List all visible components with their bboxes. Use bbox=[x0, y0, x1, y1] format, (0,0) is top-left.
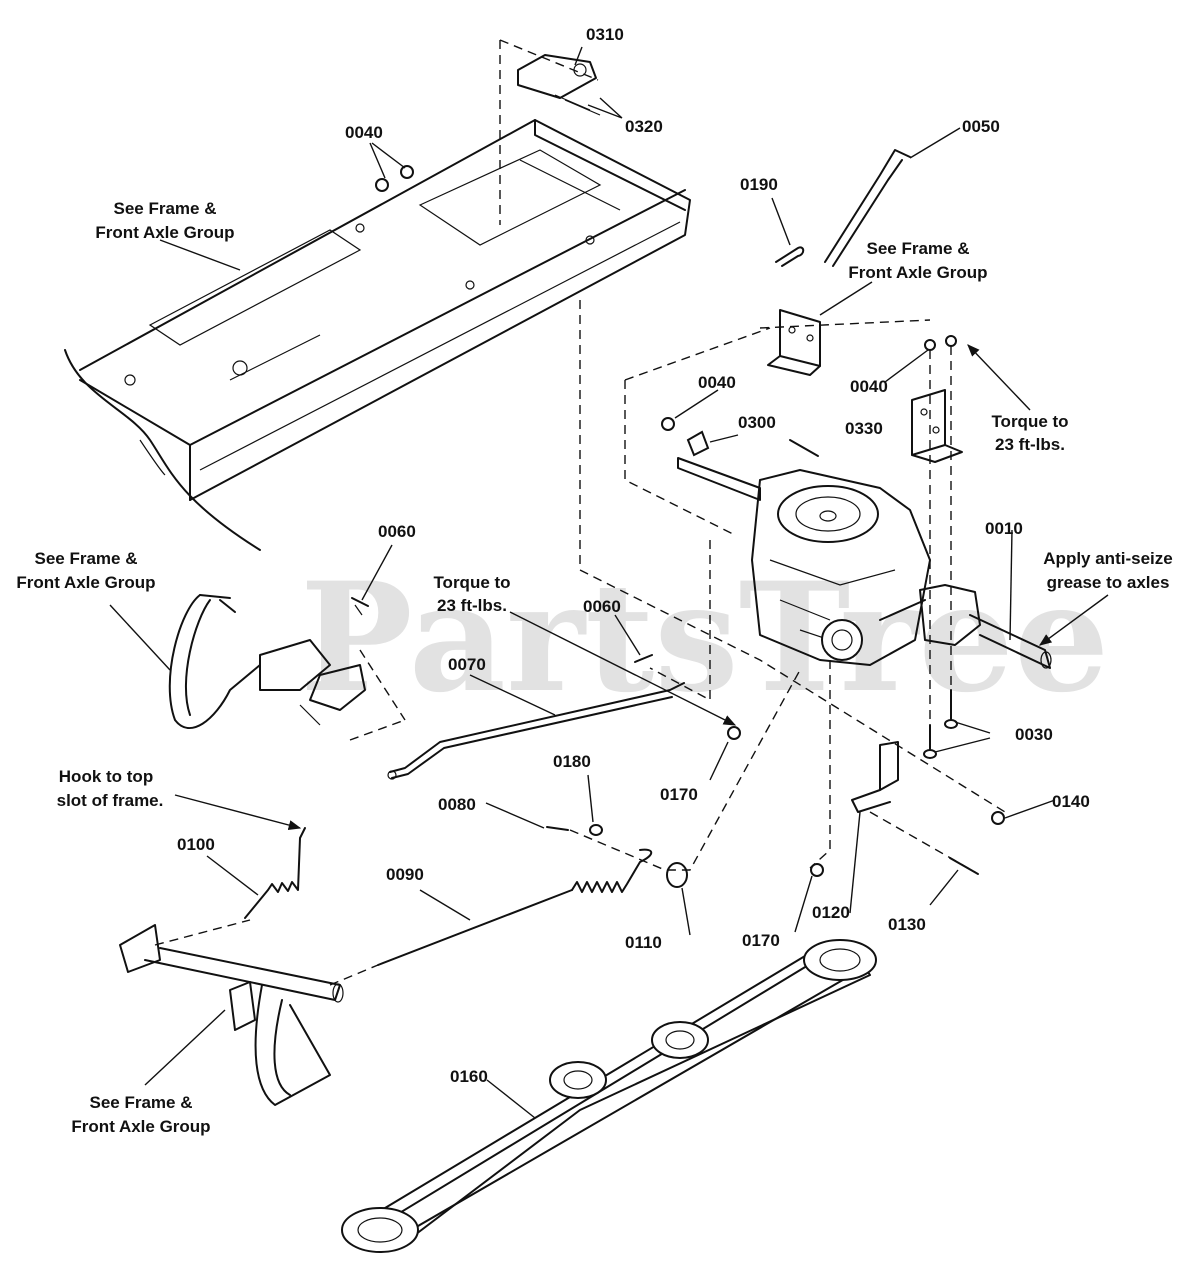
callout-0090: 0090 bbox=[386, 865, 424, 884]
callout-0170-a: 0170 bbox=[660, 785, 698, 804]
note-frame-left-1: See Frame & bbox=[35, 549, 138, 568]
bracket-right bbox=[911, 389, 963, 463]
callout-labels: 0310 0320 0040 0050 0190 0040 0040 0300 … bbox=[177, 25, 1090, 1086]
callout-0170-b: 0170 bbox=[742, 931, 780, 950]
notes: See Frame & Front Axle Group See Frame &… bbox=[16, 199, 1172, 1136]
callout-0120: 0120 bbox=[812, 903, 850, 922]
note-hook-1: Hook to top bbox=[59, 767, 153, 786]
spring-0090 bbox=[377, 848, 653, 966]
bolts-0030 bbox=[923, 689, 958, 759]
note-frame-top-2: Front Axle Group bbox=[95, 223, 234, 242]
callout-0080: 0080 bbox=[438, 795, 476, 814]
bolt-0080 bbox=[546, 826, 569, 831]
note-anti-seize-2: grease to axles bbox=[1047, 573, 1170, 592]
callout-0010: 0010 bbox=[985, 519, 1023, 538]
callout-0330: 0330 bbox=[845, 419, 883, 438]
washer-0180 bbox=[589, 824, 603, 836]
callout-0130: 0130 bbox=[888, 915, 926, 934]
note-frame-mid-2: Front Axle Group bbox=[848, 263, 987, 282]
nut-0140 bbox=[991, 811, 1005, 825]
nut-0040-right-a bbox=[924, 339, 936, 351]
callout-0320: 0320 bbox=[625, 117, 663, 136]
callout-0310: 0310 bbox=[586, 25, 624, 44]
callout-0040-right: 0040 bbox=[850, 377, 888, 396]
pin-0060-left bbox=[351, 597, 369, 607]
nut-0040-mid bbox=[661, 417, 675, 431]
note-frame-mid-1: See Frame & bbox=[867, 239, 970, 258]
bracket-0120 bbox=[851, 741, 899, 813]
brake-pedal-linkage bbox=[119, 924, 344, 1106]
note-frame-left-2: Front Axle Group bbox=[16, 573, 155, 592]
note-torque-right-2: 23 ft-lbs. bbox=[995, 435, 1065, 454]
callout-0180: 0180 bbox=[553, 752, 591, 771]
pin-0060-mid bbox=[634, 654, 653, 663]
callout-0160: 0160 bbox=[450, 1067, 488, 1086]
callout-0110: 0110 bbox=[625, 933, 662, 952]
note-frame-top-1: See Frame & bbox=[114, 199, 217, 218]
nuts-0040-top bbox=[375, 165, 414, 192]
note-torque-mid-2: 23 ft-lbs. bbox=[437, 596, 507, 615]
nut-0040-right-b bbox=[945, 335, 957, 347]
note-frame-bottom-1: See Frame & bbox=[90, 1093, 193, 1112]
nut-0170-b bbox=[810, 863, 824, 877]
callout-0060-mid: 0060 bbox=[583, 597, 621, 616]
idler-0110 bbox=[666, 862, 688, 888]
note-hook-2: slot of frame. bbox=[57, 791, 164, 810]
callout-0050: 0050 bbox=[962, 117, 1000, 136]
nut-0170-a bbox=[727, 726, 741, 740]
pedal-linkage bbox=[168, 594, 366, 730]
drive-belt-0160 bbox=[341, 939, 877, 1253]
callout-0070: 0070 bbox=[448, 655, 486, 674]
note-frame-bottom-2: Front Axle Group bbox=[71, 1117, 210, 1136]
note-torque-mid-1: Torque to bbox=[433, 573, 510, 592]
callout-0190: 0190 bbox=[740, 175, 778, 194]
leader-lines bbox=[109, 46, 1056, 1119]
bolt-0330 bbox=[789, 439, 819, 457]
callout-0140: 0140 bbox=[1052, 792, 1090, 811]
callout-0300: 0300 bbox=[738, 413, 776, 432]
rod-0070 bbox=[387, 682, 685, 780]
clip-0300 bbox=[686, 430, 710, 457]
callout-0060-left: 0060 bbox=[378, 522, 416, 541]
note-anti-seize-1: Apply anti-seize bbox=[1043, 549, 1172, 568]
spring-0100 bbox=[244, 827, 306, 919]
callout-0030: 0030 bbox=[1015, 725, 1053, 744]
transaxle-0010 bbox=[677, 457, 1052, 669]
callout-0040-mid: 0040 bbox=[698, 373, 736, 392]
callout-0040-top: 0040 bbox=[345, 123, 383, 142]
callout-0100: 0100 bbox=[177, 835, 215, 854]
frame-assembly bbox=[64, 119, 691, 551]
rod-0050 bbox=[824, 149, 911, 267]
bracket-frame-mid bbox=[767, 309, 821, 376]
note-torque-right-1: Torque to bbox=[991, 412, 1068, 431]
pin-0190 bbox=[775, 246, 805, 267]
note-arrows bbox=[174, 344, 1109, 830]
